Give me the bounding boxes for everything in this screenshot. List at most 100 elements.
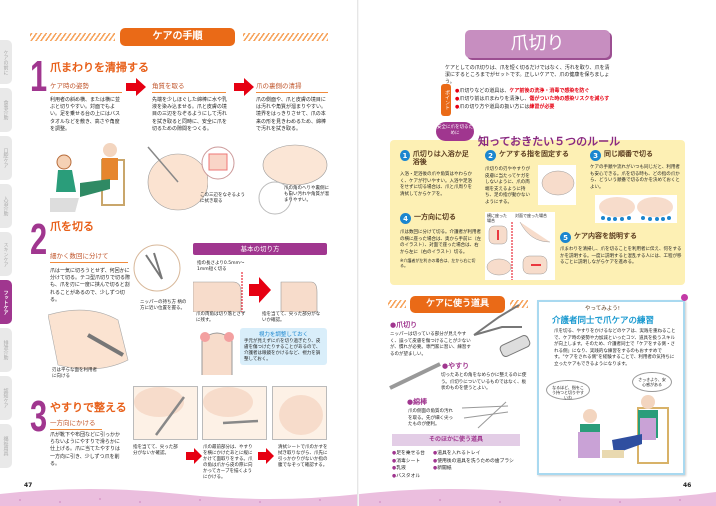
step-number: 2 — [30, 215, 48, 264]
point-label: ポイント — [441, 84, 451, 116]
side-tab-welfare[interactable]: 福祉用具 — [0, 424, 12, 468]
rule-note: ※介護者が左利きの場合は、左から右に切る。 — [400, 258, 476, 268]
file-photo-1 — [133, 386, 198, 440]
rule-number-badge: 5 — [560, 232, 571, 243]
side-tab-excretion[interactable]: 排泄介助 — [0, 328, 12, 372]
tip-text: 手元が見えずに爪を切り過ぎたり、皮膚を傷つけたりすることがあるので、介護者は眼鏡… — [244, 339, 321, 362]
toes-order-illustration — [595, 195, 677, 223]
cotton-swab-illustration — [147, 146, 208, 211]
other-tool-item: ●足を乗せる台 — [392, 451, 425, 456]
tool-text-clipper: ニッパーは切っている部分が見えやすく、誤って皮膚を傷つけることが少ないが、慣れが… — [390, 332, 471, 357]
rule-text: 爪まわりを清掃し、爪を切ることを利用者に伝え、何をするかを説明する。一度に説明す… — [560, 247, 682, 265]
step2-title: 爪を切る — [50, 220, 94, 233]
side-tab-foot[interactable]: フットケア — [0, 280, 12, 324]
tool-text-swab: 爪の側面の角質の汚れを取る。先が細く尖ったものが便利。 — [408, 409, 453, 427]
rule-number-badge: 1 — [400, 150, 410, 161]
basic-cut-caption-3: 指を当てて、尖った部分がないか確認。 — [262, 312, 321, 323]
tool-name-file: ●やすり — [442, 362, 470, 370]
other-tools-header: そのほかに使う道具 — [392, 434, 520, 446]
rules-badge: 安全に爪を切るために — [436, 122, 474, 141]
step1-underside-text: 爪の側面や、爪と皮膚の境目には汚れや角質が溜まりやすい。境界をはっきりさせて、爪… — [256, 97, 327, 132]
basic-cut-caption-2: 爪の両角は切り落とさずに残す。 — [196, 312, 246, 323]
hatch-decoration — [30, 33, 115, 41]
hatch-decoration — [510, 300, 528, 308]
rule-text: 爪は数回に分けて切る。介護者が利用者の横に座った場合は、奥から手前に（左のイラス… — [400, 230, 481, 255]
other-tool-item: ●バスタオル — [392, 473, 421, 479]
facing-seated-label: 対面で座った場合 — [515, 213, 547, 218]
practice-text: 爪を切る、やすりをかけるなどのケアは、実践を重ねることで、ケア時の姿勢や力加減と… — [554, 329, 676, 367]
step3-sub: 一方向にかける — [50, 417, 102, 430]
file-caption-3: 清拭シートで爪のかすを拭き取りながら、爪先に引っかかりがないか指の腹でなぞって確… — [278, 445, 328, 468]
caregiver-posture-illustration — [50, 143, 125, 212]
red-arrow-icon — [186, 448, 202, 464]
step1-posture-text: 利用者の斜め横、または横に並ぶと切りやすい。対面でもよい。足を乗せる台の上にはバ… — [50, 97, 121, 132]
side-tab-before-care[interactable]: ケアの前に — [0, 40, 12, 84]
nail-closeup-icon — [201, 146, 235, 180]
hatch-decoration — [243, 33, 328, 41]
cut-direction-illustration: 横に座った場合 対面で座った場合 — [485, 212, 555, 280]
tip-title: 視力を調整しておく — [258, 332, 309, 338]
other-tool-item: ●消毒シート — [392, 458, 421, 464]
step3-title: やすりで整える — [50, 401, 127, 414]
side-tab-cognitive[interactable]: 認知ケア — [0, 376, 12, 420]
file-caption-2: 爪の最前部分は、やすりを横にかけたあとに縦にかけて面取りをする。爪の角は爪から皮… — [203, 445, 253, 480]
rule-text: ケアの手順や流れがいつも同じだと、利用者も安心できる。爪を切る時も、どの指の爪か… — [590, 165, 680, 190]
tool-name-swab: ●綿棒 — [407, 398, 428, 406]
wipe-photo — [272, 386, 327, 440]
step1-callus-text: 先端を少しほぐした綿棒に水や乳液を染み込ませる。爪と皮膚の境目の三辺をなぞるよう… — [152, 97, 228, 132]
rule-title: 爪切りは入浴か足浴後 — [412, 150, 469, 166]
intro-text: ケアとしての爪切りは、爪を短く切るだけではなく、汚れを取り、爪を清潔にするところ… — [445, 65, 610, 85]
step3-text: 爪が靴下や布団などに引っかからないようにやすりで滑らかに仕上げる。爪に当てたやす… — [50, 432, 121, 467]
side-tab-oral[interactable]: 口腔ケア — [0, 136, 12, 180]
red-arrow-icon — [126, 78, 146, 96]
basic-cut-diagram — [193, 272, 318, 312]
step1-title: 爪まわりを清掃する — [50, 61, 149, 74]
cotton-swab-icon — [461, 401, 509, 429]
point-list: ●爪切りなどの道具は、ケア前後の洗浄・消毒で感染を防ぐ ●爪切り前は爪まわりを清… — [455, 87, 635, 111]
file-caption-1: 指を当てて、尖った部分がないか確認。 — [133, 445, 178, 456]
page-title: 爪切り — [465, 30, 610, 58]
nail-file-icon — [389, 362, 441, 390]
red-arrow-icon — [234, 78, 254, 96]
side-tab-meal[interactable]: 食事介助 — [0, 88, 12, 132]
other-tool-item: ●道具を入れるトレイ — [433, 451, 481, 456]
step1-sub-callus: 角質を取る — [152, 80, 226, 93]
care-steps-header: ケアの手順 — [120, 28, 235, 46]
caregivers-practice-illustration — [578, 395, 669, 464]
speech-bubble-2: さっきより、安心感がある — [632, 372, 672, 392]
basic-cut-caption-1: 指の長さより0.5mm～1mm短く切る — [197, 261, 245, 272]
side-seated-label: 横に座った場合 — [487, 213, 507, 223]
tip-box: 視力を調整しておく 手元が見えずに爪を切り過ぎたり、皮膚を傷つけたりすることがあ… — [240, 328, 327, 365]
page-gutter — [357, 0, 359, 506]
page-number-right: 46 — [683, 482, 692, 489]
step1-sub-underside: 爪の裏側の清掃 — [256, 80, 328, 93]
red-arrow-icon — [258, 448, 274, 464]
tool-name-clipper: ●爪切り — [390, 321, 418, 329]
pin-icon — [681, 294, 688, 301]
underside-caption: 爪の角のへりや裏側にも白い汚れや角質が溜まりやすい。 — [284, 186, 329, 203]
point-item: ●爪切り前は爪まわりを清浄し、傷がついた時の感染リスクを減らす — [455, 96, 610, 102]
point-item: ●爪切りなどの道具は、ケア前後の洗浄・消毒で感染を防ぐ — [455, 88, 590, 94]
blade-caption: 刃は平らな面を利用者に向ける — [52, 368, 97, 379]
side-tab-skin[interactable]: スキンケア — [0, 232, 12, 276]
rules-title: 知っておきたい５つのルール — [478, 135, 621, 148]
finger-hold-illustration — [538, 165, 576, 205]
basic-cutting-header: 基本の切り方 — [193, 243, 327, 255]
rule-title: ケアする指を固定する — [499, 150, 569, 158]
tool-text-file: 切ったあとの角をなめらかに整えるのに使う。爪切りについているものではなく、板状の… — [441, 373, 527, 391]
rule-number-badge: 3 — [590, 150, 601, 161]
rule-title: 一方向に切る — [414, 213, 456, 221]
practice-tag: やってみよう! — [585, 306, 620, 312]
step2-text: 爪は一気に切ろうとせず、何回かに分けて切る。テコ型爪切りで切る際も、爪を刃に一度… — [50, 268, 131, 303]
other-tool-item: ●使用後の道具を洗うための歯ブラシ — [433, 458, 514, 464]
callus-caption: この三辺をなぞるように拭き取る — [200, 193, 245, 204]
other-tools-col1: ●足を乗せる台 ●消毒シート ●乳液 ●バスタオル — [392, 450, 437, 480]
other-tools-col2: ●道具を入れるトレイ ●使用後の道具を洗うための歯ブラシ ●新聞紙 — [433, 450, 533, 473]
side-tab-bath[interactable]: 入浴介助 — [0, 184, 12, 228]
file-photo-2 — [202, 386, 267, 440]
other-tool-item: ●新聞紙 — [433, 466, 452, 471]
